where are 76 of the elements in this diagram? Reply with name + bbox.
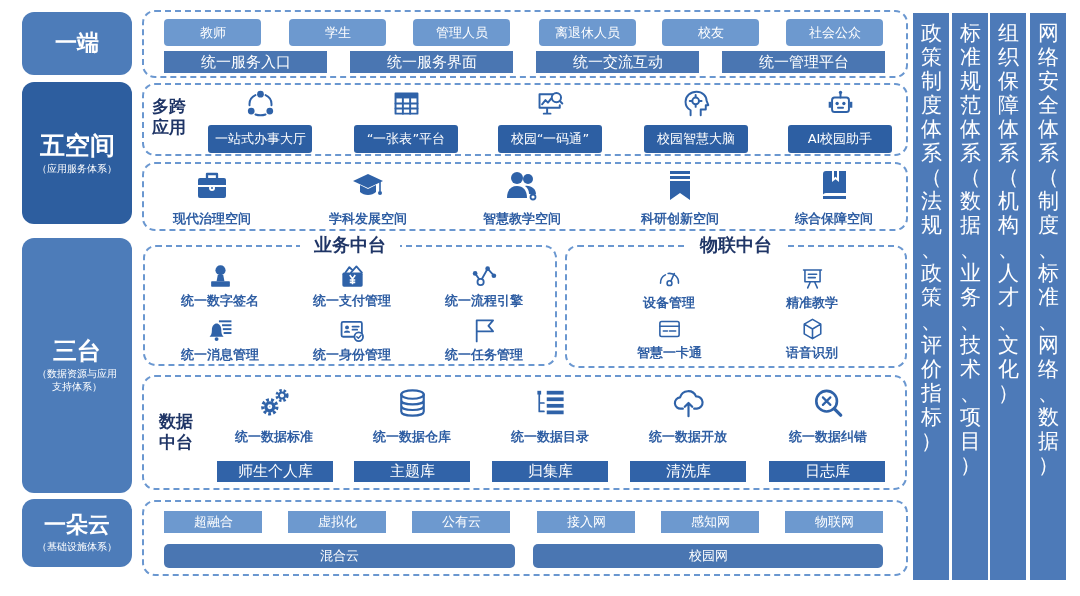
function-bar: 统一管理平台 [722,51,885,73]
layer-title: 五空间 [39,130,115,161]
app-box: AI校园助手 [788,125,892,153]
item-caption: 智慧一卡通 [636,344,702,362]
item-caption: 精准教学 [786,294,838,312]
infrastructure-tag: 超融合 [164,511,262,533]
item-caption: 统一身份管理 [313,346,391,364]
layer-subtitle: （应用服务体系） [37,162,117,176]
layer-title: 三台 [53,337,101,367]
item-caption: 学科发展空间 [329,210,407,228]
item-caption: 统一数据纠错 [789,428,867,446]
app-box: 校园“一码通” [498,125,602,153]
item-caption: 统一消息管理 [181,346,259,364]
item-caption: 智慧教学空间 [483,210,561,228]
item-caption: 统一数据目录 [511,428,589,446]
infrastructure-tag: 虚拟化 [288,511,386,533]
panel-heading: 物联中台 [686,234,786,255]
library-bar: 师生个人库 [217,461,333,482]
infrastructure-tag: 物联网 [785,511,883,533]
network-bar: 混合云 [164,544,515,568]
item-caption: 设备管理 [643,294,695,312]
role-tag: 学生 [289,19,386,46]
banner-text: 标准规范体系（数据、业务、技术、项目） [959,21,981,477]
role-tag: 校友 [662,19,759,46]
network-bar: 校园网 [533,544,883,568]
infrastructure-tag: 感知网 [661,511,759,533]
panel-heading: 业务中台 [300,234,400,255]
app-box: 一站式办事大厅 [208,125,312,153]
layer-subtitle: （数据资源与应用支持体系） [37,368,117,394]
layer-title: 一朵云 [44,512,110,539]
system-banner [990,13,1026,580]
infrastructure-tag: 接入网 [537,511,635,533]
dashed-panel [142,375,907,490]
banner-text: 组织保障体系（机构、人才、文化） [997,21,1019,405]
banner-text: 政策制度体系（法规、政策、评价指标） [920,21,942,453]
panel-heading: 多跨应用 [152,96,187,138]
library-bar: 清洗库 [630,461,746,482]
layer-box [22,499,132,567]
item-caption: 统一数据开放 [649,428,727,446]
item-caption: 统一数字签名 [181,292,259,310]
layer-subtitle: （基础设施体系） [37,540,117,554]
item-caption: 统一数据仓库 [373,428,451,446]
function-bar: 统一服务入口 [164,51,327,73]
system-banner [952,13,988,580]
item-caption: 现代治理空间 [173,210,251,228]
dashed-panel [142,83,908,156]
item-caption: 统一支付管理 [313,292,391,310]
app-box: “一张表”平台 [354,125,458,153]
role-tag: 社会公众 [786,19,883,46]
banner-text: 网络安全体系（制度、标准、网络、数据） [1037,21,1059,477]
infrastructure-tag: 公有云 [412,511,510,533]
layer-title: 一端 [55,30,99,57]
function-bar: 统一交流互动 [536,51,699,73]
item-caption: 统一流程引擎 [445,292,523,310]
role-tag: 离退休人员 [539,19,636,46]
item-caption: 统一任务管理 [445,346,523,364]
system-banner [913,13,949,580]
role-tag: 管理人员 [413,19,510,46]
library-bar: 归集库 [492,461,608,482]
layer-box [22,12,132,75]
panel-heading: 数据中台 [159,411,194,453]
dashed-panel [142,500,908,576]
dashed-panel [142,10,908,78]
item-caption: 语音识别 [786,344,838,362]
item-caption: 科研创新空间 [641,210,719,228]
system-banner [1030,13,1066,580]
dashed-panel [142,162,908,231]
layer-box [22,82,132,224]
role-tag: 教师 [164,19,261,46]
app-box: 校园智慧大脑 [644,125,748,153]
library-bar: 日志库 [769,461,885,482]
function-bar: 统一服务界面 [350,51,513,73]
item-caption: 综合保障空间 [795,210,873,228]
item-caption: 统一数据标准 [235,428,313,446]
library-bar: 主题库 [354,461,470,482]
layer-box [22,238,132,493]
